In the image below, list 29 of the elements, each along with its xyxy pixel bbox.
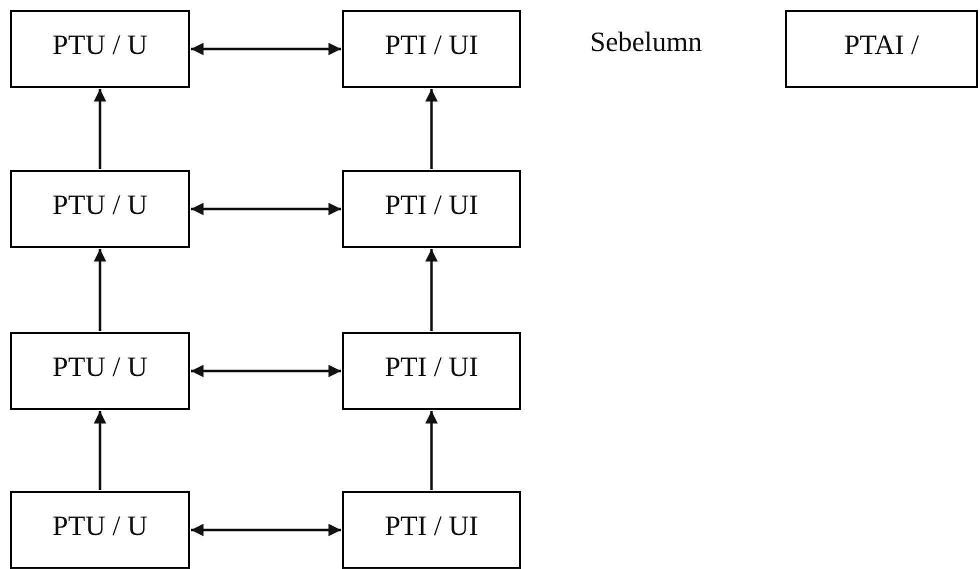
process-box — [10, 10, 190, 88]
arrow — [425, 89, 438, 169]
box-label: PTI / UI — [384, 30, 478, 62]
process-box — [10, 332, 190, 410]
arrow — [94, 411, 106, 490]
process-box — [785, 10, 978, 88]
process-box — [10, 491, 190, 569]
process-box — [342, 170, 521, 248]
box-label: PTU / U — [52, 352, 148, 384]
box-label: PTU / U — [52, 190, 148, 222]
arrow — [94, 89, 106, 169]
arrow — [94, 249, 106, 331]
process-box — [10, 170, 190, 248]
box-label: PTI / UI — [384, 511, 478, 543]
box-label: PTU / U — [52, 511, 148, 543]
box-label: PTI / UI — [384, 190, 478, 222]
double-arrow — [191, 364, 341, 378]
arrow — [425, 249, 438, 331]
process-box — [342, 332, 521, 410]
double-arrow — [191, 202, 341, 216]
box-label: PTI / UI — [384, 352, 478, 384]
box-label: PTU / U — [52, 30, 148, 62]
process-box — [342, 10, 521, 88]
double-arrow — [191, 524, 341, 536]
box-label: PTAI / — [844, 30, 919, 62]
side-note: Sebelumn — [590, 27, 702, 59]
process-box — [342, 491, 521, 569]
double-arrow — [191, 42, 341, 56]
arrow — [425, 411, 438, 490]
